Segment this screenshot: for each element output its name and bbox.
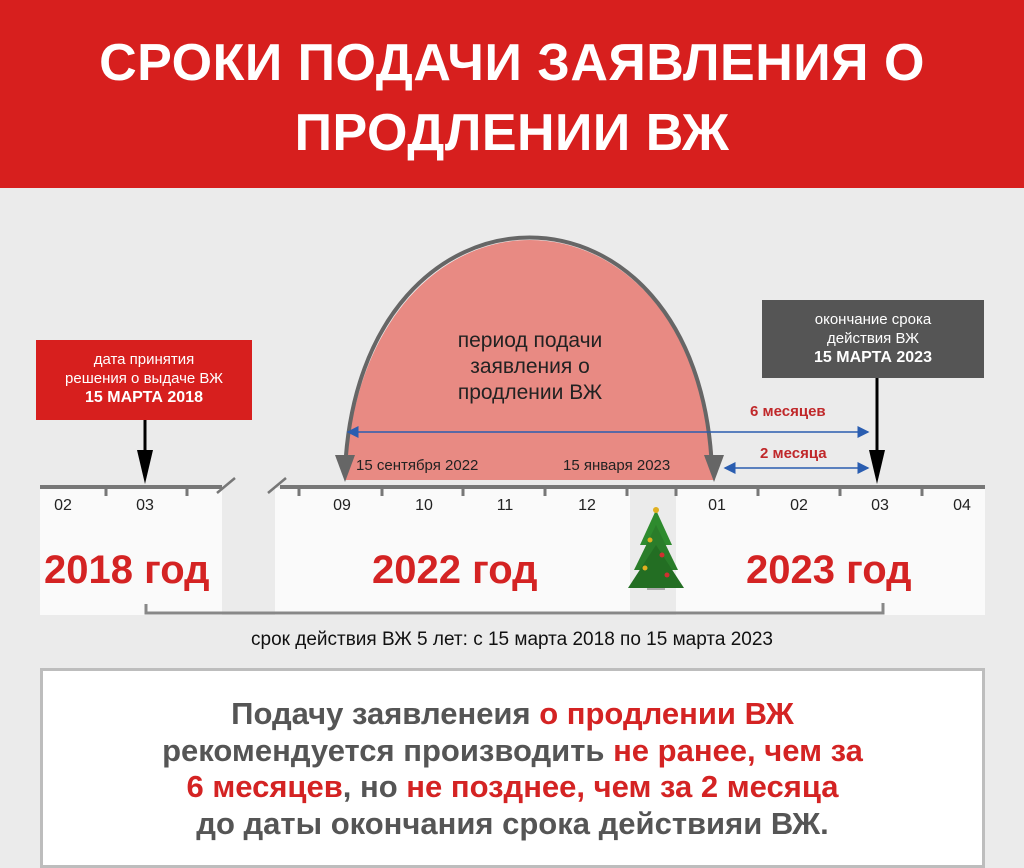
period-line1: период подачи bbox=[457, 329, 603, 352]
note-highlight: не ранее, чем за bbox=[613, 732, 863, 768]
expiry-date: 15 МАРТА 2023 bbox=[814, 349, 932, 366]
start-arrowhead bbox=[137, 450, 153, 484]
period-line3: продлении ВЖ bbox=[457, 381, 603, 404]
month-label: 09 bbox=[333, 497, 351, 514]
arch-right-arrowhead bbox=[704, 455, 724, 482]
period-label: период подачи заявления о продлении ВЖ bbox=[420, 328, 640, 406]
month-label: 02 bbox=[54, 497, 72, 514]
decision-date: 15 МАРТА 2018 bbox=[85, 389, 203, 406]
recommendation-note: Подачу заявленеия о продлении ВЖ рекомен… bbox=[40, 668, 985, 868]
note-text: до даты окончания срока действияи ВЖ. bbox=[196, 805, 829, 841]
note-text: , но bbox=[342, 769, 407, 804]
arch-outline bbox=[343, 235, 714, 471]
expiry-box-line1: окончание срока bbox=[814, 311, 932, 328]
month-label: 01 bbox=[708, 497, 726, 514]
six-months-label: 6 месяцев bbox=[750, 403, 826, 420]
period-end-label: 15 января 2023 bbox=[563, 457, 671, 474]
month-label: 04 bbox=[953, 497, 971, 514]
year-2018-label: 2018 год bbox=[44, 548, 210, 592]
month-label: 02 bbox=[790, 497, 808, 514]
timeline-ticks bbox=[104, 487, 924, 496]
note-text: Подачу заявленеия bbox=[231, 696, 540, 731]
period-start-label: 15 сентября 2022 bbox=[356, 457, 479, 474]
validity-caption: срок действия ВЖ 5 лет: с 15 марта 2018 … bbox=[251, 629, 773, 650]
note-highlight: не позднее, чем за 2 месяца bbox=[406, 769, 839, 804]
arch-left-arrowhead bbox=[335, 455, 355, 482]
year-2022-label: 2022 год bbox=[372, 548, 538, 592]
decision-date-box: дата принятия решения о выдаче ВЖ 15 МАР… bbox=[36, 340, 252, 420]
two-months-label: 2 месяца bbox=[760, 445, 827, 462]
note-highlight: 6 месяцев bbox=[186, 769, 343, 804]
note-highlight: о продлении ВЖ bbox=[539, 696, 794, 731]
timeline-panel-2023 bbox=[676, 488, 985, 615]
page-title: СРОКИ ПОДАЧИ ЗАЯВЛЕНИЯ О ПРОДЛЕНИИ ВЖ bbox=[0, 0, 1024, 188]
title-line-1: СРОКИ ПОДАЧИ ЗАЯВЛЕНИЯ О bbox=[99, 34, 925, 92]
month-label: 11 bbox=[496, 497, 514, 514]
note-text: рекомендуется производить bbox=[162, 732, 614, 768]
timeline-panel-2018 bbox=[40, 488, 222, 615]
month-label: 03 bbox=[871, 497, 889, 514]
application-period-arch bbox=[345, 240, 715, 480]
title-line-2: ПРОДЛЕНИИ ВЖ bbox=[294, 104, 730, 162]
month-label: 03 bbox=[136, 497, 154, 514]
decision-box-line1: дата принятия bbox=[93, 351, 195, 368]
validity-bracket bbox=[144, 603, 885, 615]
month-label: 10 bbox=[415, 497, 433, 514]
christmas-tree-icon bbox=[628, 507, 684, 590]
month-label: 12 bbox=[578, 497, 596, 514]
decision-box-line2: решения о выдаче ВЖ bbox=[65, 370, 223, 387]
year-2023-label: 2023 год bbox=[746, 548, 912, 592]
timeline-panel-2022 bbox=[275, 488, 630, 615]
expiry-box-line2: действия ВЖ bbox=[826, 330, 919, 347]
end-arrowhead bbox=[869, 450, 885, 484]
period-line2: заявления о bbox=[470, 355, 590, 378]
expiry-date-box: окончание срока действия ВЖ 15 МАРТА 202… bbox=[762, 300, 984, 378]
